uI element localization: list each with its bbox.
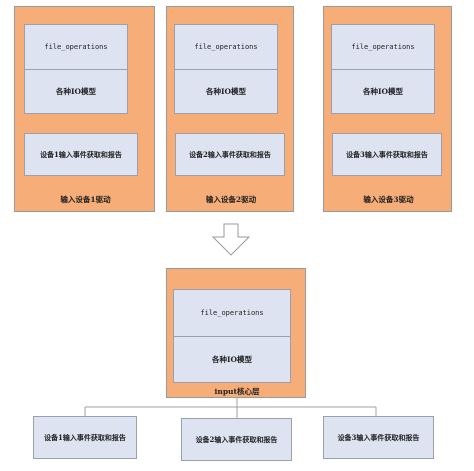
driver-2-caption: 输入设备2驱动 bbox=[205, 195, 257, 204]
driver-1-box: file_operations 各种IO模型 设备1输入事件获取和报告 输入设备… bbox=[14, 6, 155, 212]
bottom-event-1: 设备1输入事件获取和报告 bbox=[33, 416, 137, 459]
driver-1-file-operations: file_operations bbox=[24, 24, 128, 69]
driver-2-event-report: 设备2输入事件获取和报告 bbox=[175, 133, 285, 176]
driver-3-box: file_operations 各种IO模型 设备3输入事件获取和报告 输入设备… bbox=[323, 6, 452, 212]
driver-1-io-model: 各种IO模型 bbox=[24, 69, 128, 114]
driver-1-event-report: 设备1输入事件获取和报告 bbox=[24, 133, 138, 176]
input-core-box: file_operations 各种IO模型 input核心层 bbox=[166, 268, 306, 398]
driver-3-io-model: 各种IO模型 bbox=[331, 69, 435, 114]
driver-2-box: file_operations 各种IO模型 设备2输入事件获取和报告 输入设备… bbox=[166, 6, 294, 212]
core-io-model: 各种IO模型 bbox=[173, 336, 291, 383]
driver-2-file-operations: file_operations bbox=[174, 24, 278, 69]
driver-2-io-model: 各种IO模型 bbox=[174, 69, 278, 114]
bottom-event-3: 设备3输入事件获取和报告 bbox=[323, 416, 434, 459]
driver-3-caption: 输入设备3驱动 bbox=[363, 195, 414, 204]
driver-3-file-operations: file_operations bbox=[331, 24, 435, 69]
core-file-operations: file_operations bbox=[173, 289, 291, 336]
bottom-event-2: 设备2输入事件获取和报告 bbox=[181, 418, 292, 461]
core-caption: input核心层 bbox=[214, 387, 260, 396]
down-arrow-icon bbox=[211, 223, 251, 256]
driver-3-event-report: 设备3输入事件获取和报告 bbox=[332, 133, 442, 176]
driver-1-caption: 输入设备1驱动 bbox=[60, 195, 111, 204]
